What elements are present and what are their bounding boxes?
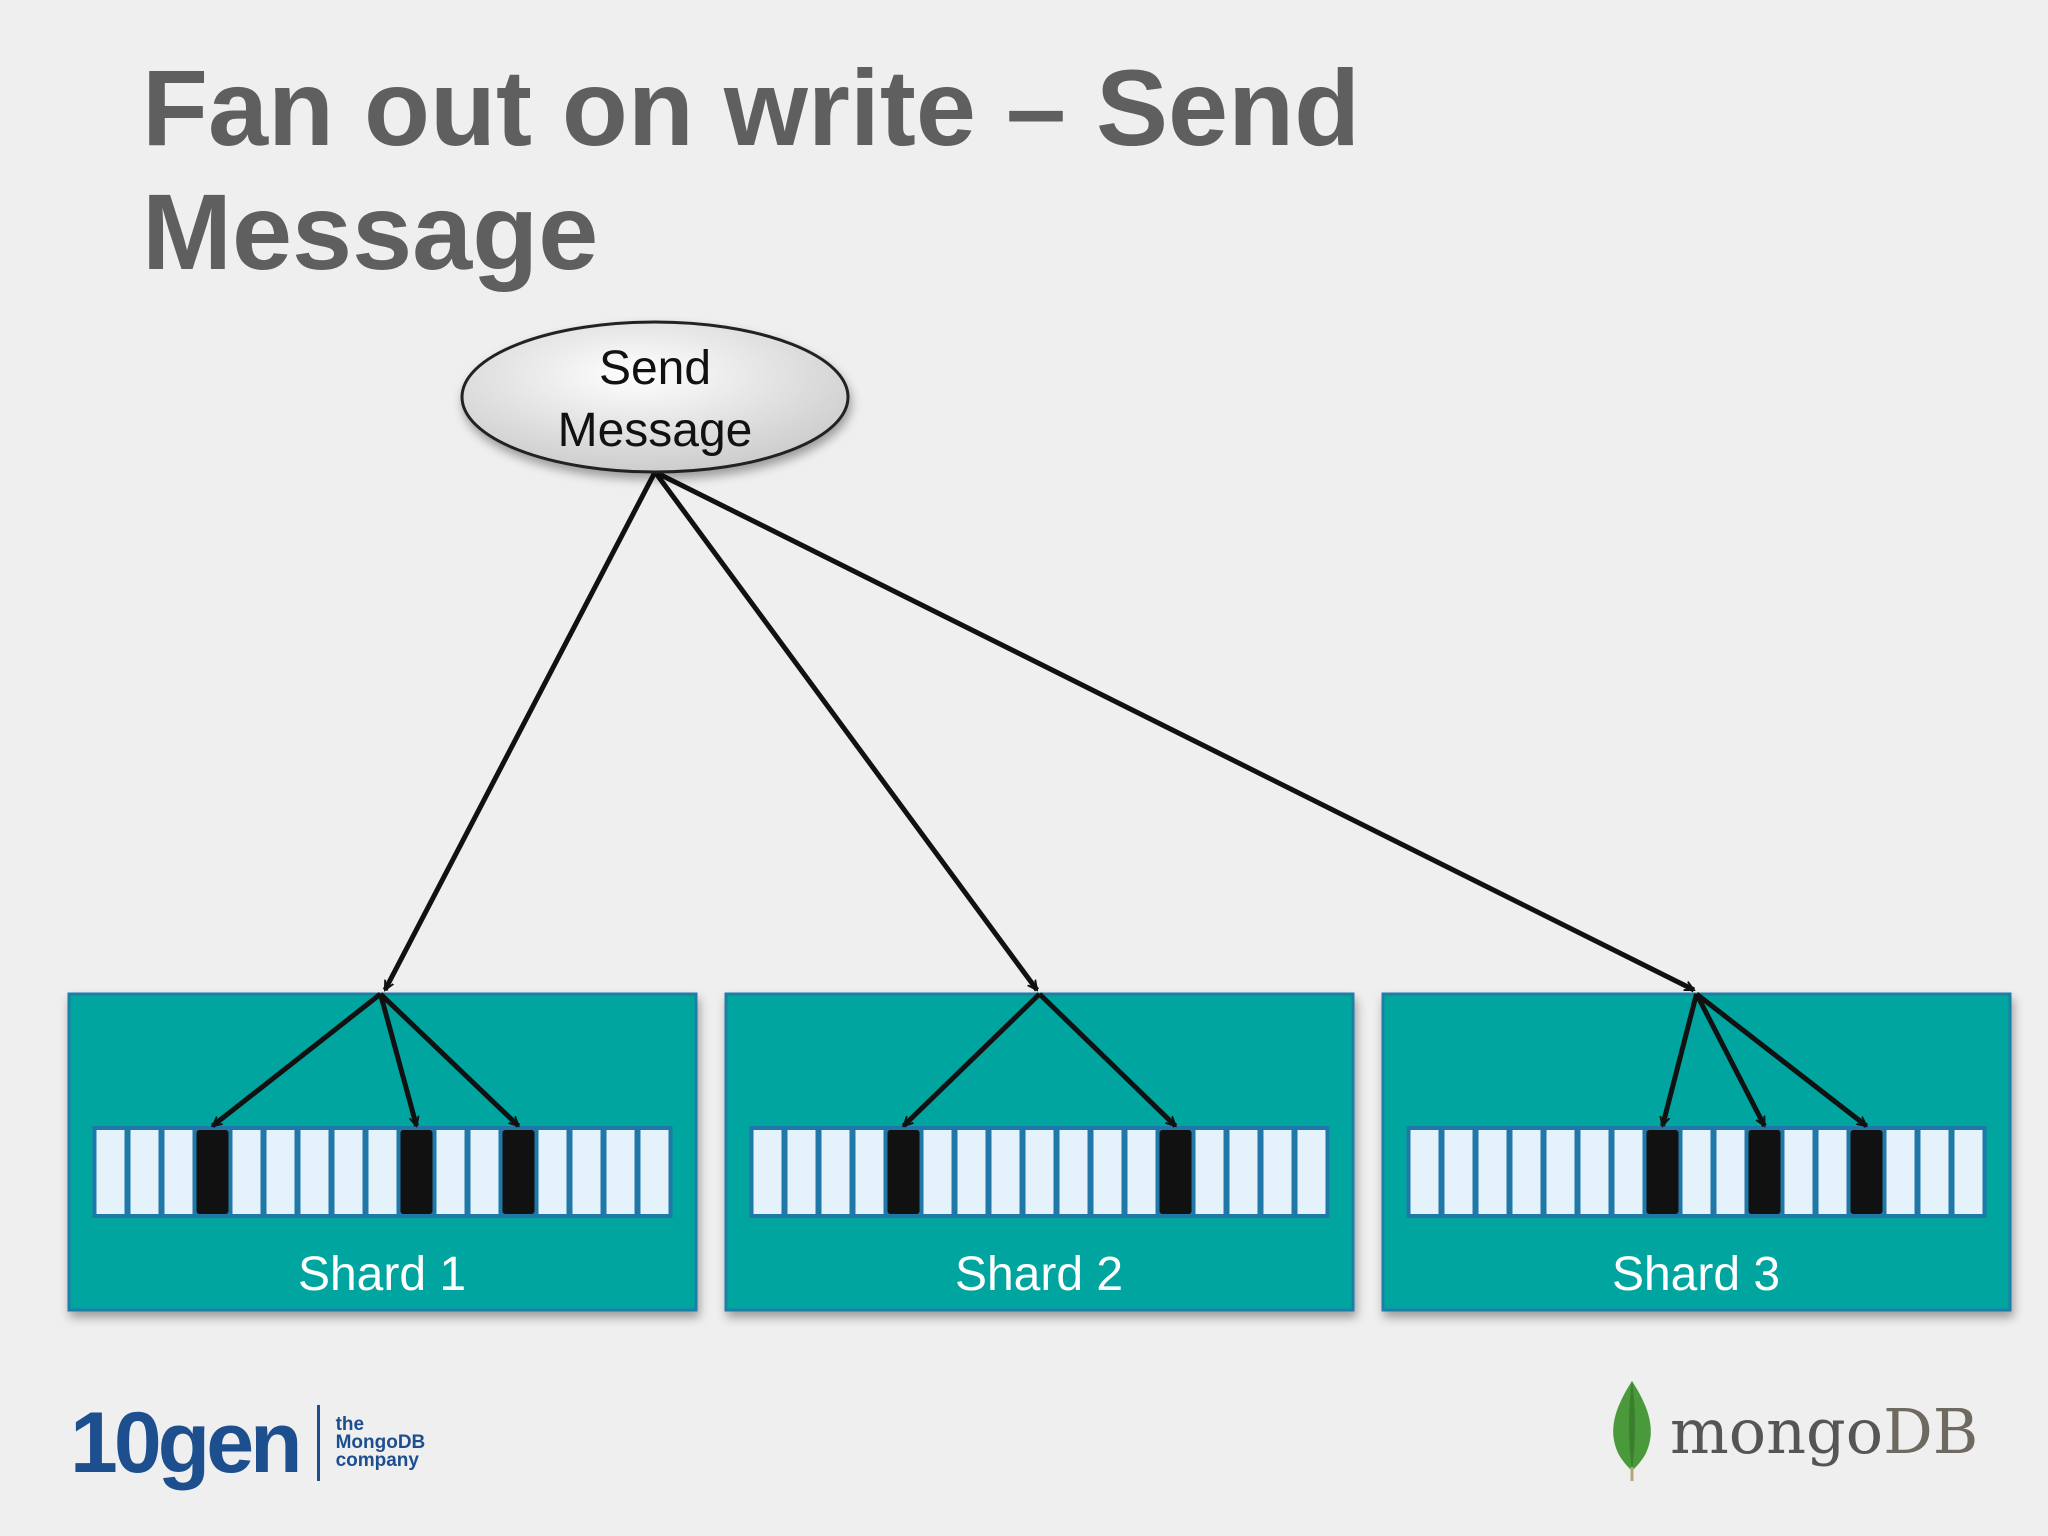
inbox-arrow [1694, 992, 1767, 1126]
mongodb-logo: mongoDB [1604, 1376, 1978, 1486]
shard-panel-1: Shard 1 [67, 992, 698, 1312]
inbox-arrow [378, 992, 521, 1128]
inbox-arrow [1694, 992, 1867, 1128]
10gen-tag-the: the [335, 1414, 365, 1435]
inbox-slot [1682, 1130, 1711, 1214]
inbox-slot [266, 1130, 295, 1214]
inbox-arrow [1037, 992, 1178, 1128]
slide-title-line-1: Fan out on write – Send [142, 47, 1361, 168]
shard-slots-2 [749, 1126, 1330, 1218]
inbox-slot [1614, 1130, 1643, 1214]
inbox-slot-marked [1748, 1130, 1781, 1214]
10gen-logo-word: 10gen [70, 1394, 303, 1491]
inbox-arrow [213, 992, 383, 1128]
inbox-slot [787, 1130, 816, 1214]
inbox-slot [1297, 1130, 1326, 1214]
inbox-slot [855, 1130, 884, 1214]
inbox-slot [1716, 1130, 1745, 1214]
inbox-slot [538, 1130, 567, 1214]
inbox-slot [334, 1130, 363, 1214]
inbox-arrow [1663, 993, 1699, 1126]
inbox-slot [1818, 1130, 1847, 1214]
inbox-slot [991, 1130, 1020, 1214]
inbox-slot-marked [502, 1130, 535, 1214]
shard-slots-1 [92, 1126, 673, 1218]
mongodb-word-db: DB [1883, 1394, 1979, 1468]
inbox-slot [1229, 1130, 1258, 1214]
inbox-slot [1920, 1130, 1949, 1214]
fan-out-arrows [382, 469, 1694, 993]
inbox-slot [1059, 1130, 1088, 1214]
inbox-slot [232, 1130, 261, 1214]
inbox-slot [1478, 1130, 1507, 1214]
inbox-slot [572, 1130, 601, 1214]
inbox-slot [1127, 1130, 1156, 1214]
send-message-node: Send Message [460, 320, 850, 474]
inbox-slot-marked [1646, 1130, 1679, 1214]
shard-slots-3 [1406, 1126, 1987, 1218]
slide-title: Fan out on write – Send Message [142, 46, 1642, 294]
inbox-slot [957, 1130, 986, 1214]
10gen-logo-tagline: the MongoDB company [335, 1414, 426, 1471]
slide-title-line-2: Message [142, 171, 599, 292]
10gen-logo-divider [316, 1405, 320, 1481]
inbox-slot [1195, 1130, 1224, 1214]
inbox-slot [1954, 1130, 1983, 1214]
inbox-slot-marked [196, 1130, 229, 1214]
inbox-slot [130, 1130, 159, 1214]
inbox-slot [1093, 1130, 1122, 1214]
shard-label-2: Shard 2 [955, 1248, 1123, 1301]
inbox-slot [1580, 1130, 1609, 1214]
inbox-slot-marked [1159, 1130, 1192, 1214]
inbox-slot [1025, 1130, 1054, 1214]
inbox-slot [1784, 1130, 1813, 1214]
mongodb-word-mongo: mongo [1670, 1394, 1884, 1468]
arrow-to-shard-1 [382, 470, 658, 990]
send-message-oval [460, 320, 850, 474]
shard-label-1: Shard 1 [298, 1248, 466, 1301]
inbox-slot-marked [887, 1130, 920, 1214]
inbox-arrow [901, 992, 1042, 1128]
inbox-slot [164, 1130, 193, 1214]
inbox-arrows [213, 992, 1867, 1128]
inbox-slot-marked [1850, 1130, 1883, 1214]
inbox-slot [1263, 1130, 1292, 1214]
shard-panel-2: Shard 2 [724, 992, 1355, 1312]
inbox-slot [300, 1130, 329, 1214]
arrow-to-shard-3 [653, 469, 1694, 993]
send-message-label-line-2: Message [558, 404, 753, 457]
inbox-slot [753, 1130, 782, 1214]
inbox-slot [1512, 1130, 1541, 1214]
send-message-label-line-1: Send [599, 342, 711, 395]
shard-panel-3: Shard 3 [1381, 992, 2012, 1312]
inbox-slot [606, 1130, 635, 1214]
inbox-slot [368, 1130, 397, 1214]
inbox-slot [640, 1130, 669, 1214]
inbox-slot [821, 1130, 850, 1214]
shard-label-3: Shard 3 [1612, 1248, 1780, 1301]
arrow-to-shard-2 [652, 470, 1040, 990]
mongodb-logo-word: mongoDB [1670, 1395, 1978, 1468]
inbox-arrow [378, 993, 417, 1126]
inbox-slot [1886, 1130, 1915, 1214]
10gen-logo: 10gen the MongoDB company [70, 1388, 425, 1498]
10gen-tag-company: company [335, 1450, 419, 1471]
10gen-tag-mongodb: MongoDB [335, 1432, 426, 1453]
inbox-slot [470, 1130, 499, 1214]
inbox-slot-marked [400, 1130, 433, 1214]
inbox-slot [923, 1130, 952, 1214]
inbox-slot [1546, 1130, 1575, 1214]
inbox-slot [436, 1130, 465, 1214]
inbox-slot [1410, 1130, 1439, 1214]
inbox-slot [1444, 1130, 1473, 1214]
inbox-slot [96, 1130, 125, 1214]
mongodb-leaf-icon [1613, 1381, 1651, 1481]
